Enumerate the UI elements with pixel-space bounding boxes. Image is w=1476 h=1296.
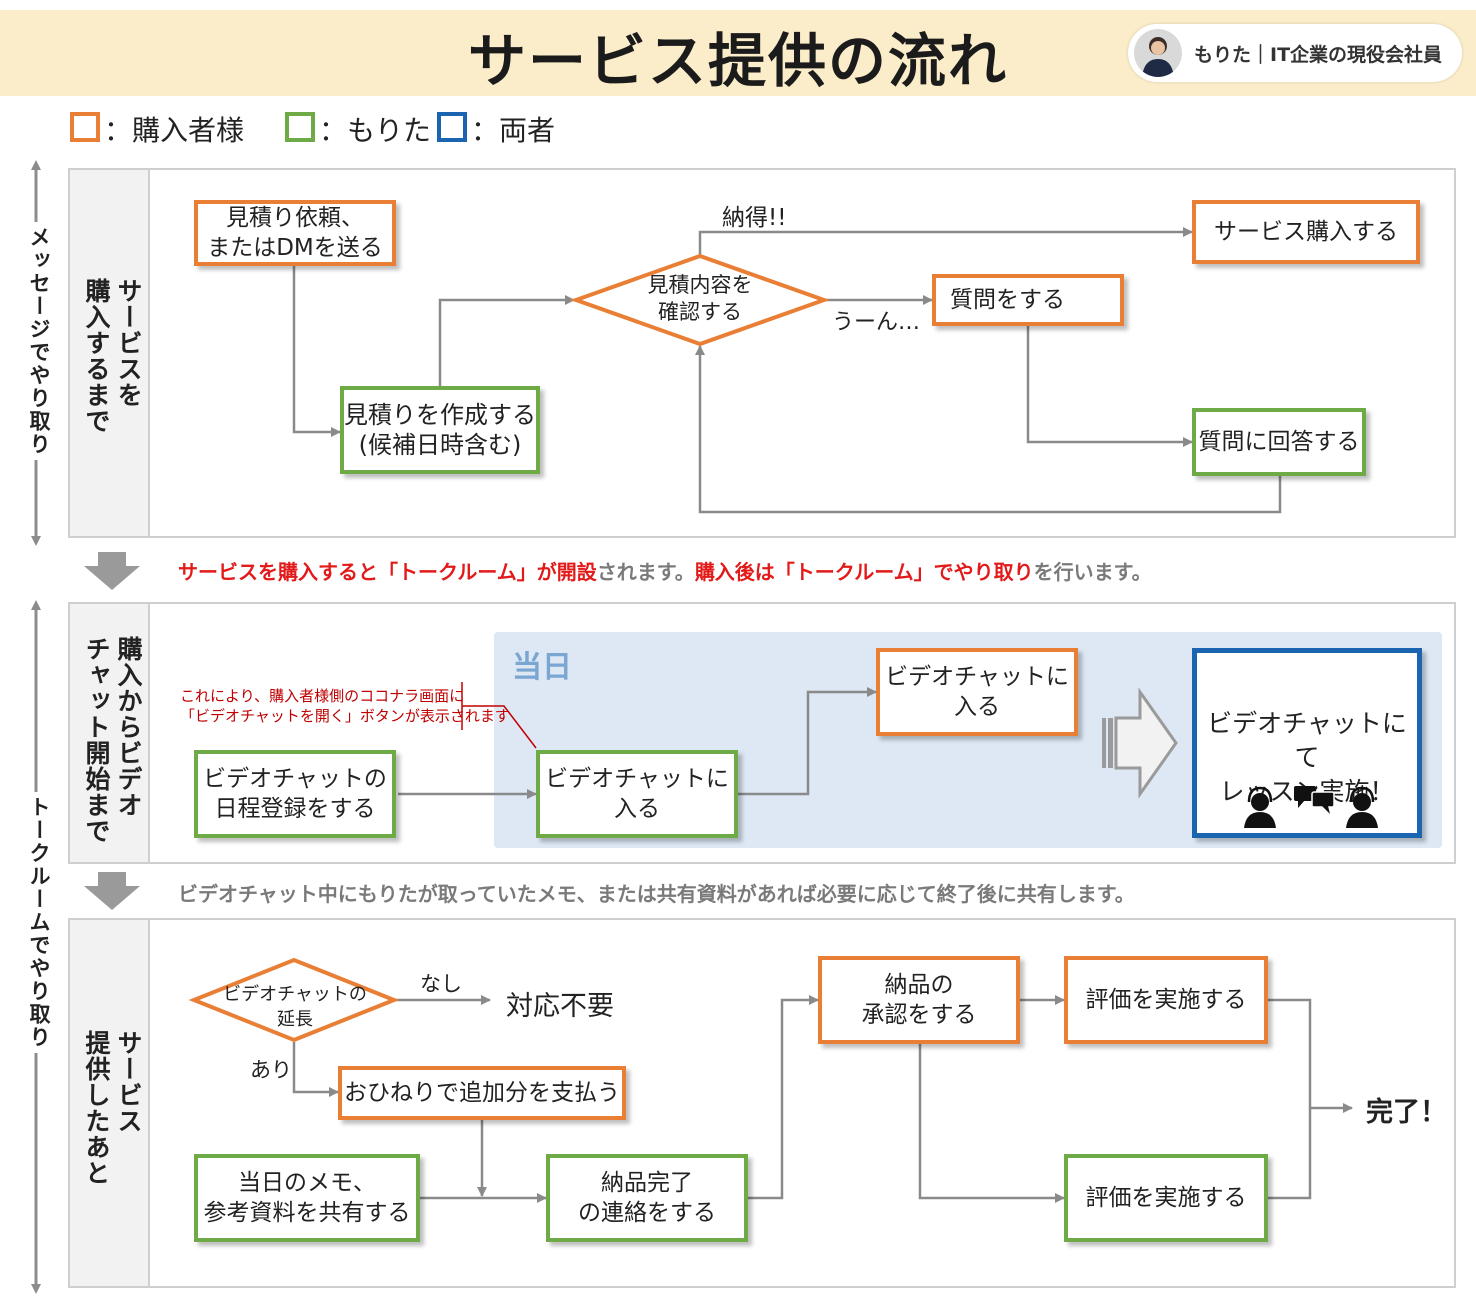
extend-videochat-label: ビデオチャットの 延長 bbox=[223, 984, 367, 1030]
chat-bubbles-icon bbox=[1294, 786, 1335, 814]
delivery-complete-box: 納品完了 の連絡をする bbox=[546, 1154, 748, 1242]
purchase-note-part-2: されます。 bbox=[596, 560, 695, 584]
day-of-label: 当日 bbox=[512, 650, 572, 685]
join-videochat-buyer-box: ビデオチャットに 入る bbox=[876, 648, 1078, 736]
share-notes-box: 当日のメモ、 参考資料を共有する bbox=[194, 1154, 420, 1242]
pay-extra-box: おひねりで追加分を支払う bbox=[338, 1066, 626, 1120]
profile-badge: もりた｜IT企業の現役会社員 bbox=[1128, 24, 1462, 82]
purchase-note-part-3: 購入後は「トークルーム」でやり取り bbox=[694, 560, 1034, 584]
hollow-right-arrow bbox=[1102, 687, 1178, 799]
side-label-message: メッセージでやり取り bbox=[24, 222, 54, 460]
legend-morita-label: ：もりた bbox=[319, 114, 432, 147]
section-to-videochat-label: 購入からビデオ チャット開始まで bbox=[82, 636, 143, 844]
create-estimate-box: 見積りを作成する (候補日時含む) bbox=[340, 386, 540, 474]
profile-name: もりた｜IT企業の現役会社員 bbox=[1194, 44, 1443, 66]
purchase-service-box: サービス購入する bbox=[1192, 200, 1420, 264]
no-label: なし bbox=[420, 972, 462, 996]
schedule-videochat-box: ビデオチャットの 日程登録をする bbox=[194, 750, 396, 838]
no-action-text: 対応不要 bbox=[506, 991, 614, 1022]
legend-both-label: ：両者 bbox=[471, 114, 556, 147]
satisfied-label: 納得!! bbox=[722, 205, 787, 231]
section-before-purchase-label: サービスを 購入するまで bbox=[82, 278, 143, 434]
review-buyer-box: 評価を実施する bbox=[1064, 956, 1268, 1044]
join-videochat-morita-box: ビデオチャットに 入る bbox=[536, 750, 738, 838]
person-headset-icon bbox=[1244, 786, 1276, 828]
legend-both-swatch bbox=[437, 112, 467, 142]
legend-morita-swatch bbox=[285, 112, 315, 142]
yes-label: あり bbox=[250, 1058, 292, 1082]
extend-videochat-diamond bbox=[188, 957, 400, 1043]
complete-text: 完了！ bbox=[1366, 1097, 1447, 1128]
hmm-label: うーん… bbox=[832, 310, 921, 335]
approve-delivery-box: 納品の 承認をする bbox=[818, 956, 1020, 1044]
page-title: サービス提供の流れ bbox=[467, 27, 1008, 95]
ask-question-box: 質問をする bbox=[932, 274, 1124, 326]
purchase-note-part-4: を行います。 bbox=[1033, 560, 1152, 584]
legend-buyer-label: ：購入者様 bbox=[104, 114, 245, 147]
section-before-purchase-label-bg bbox=[70, 170, 150, 536]
purchase-note-part-1: サービスを購入すると「トークルーム」が開設 bbox=[178, 560, 597, 584]
review-morita-box: 評価を実施する bbox=[1064, 1154, 1268, 1242]
side-label-talkroom: トークルームでやり取り bbox=[24, 792, 54, 1053]
avatar bbox=[1134, 29, 1182, 77]
answer-question-box: 質問に回答する bbox=[1192, 408, 1366, 476]
legend-buyer-swatch bbox=[70, 112, 100, 142]
memo-share-note: ビデオチャット中にもりたが取っていたメモ、または共有資料があれば必要に応じて終了… bbox=[178, 882, 1135, 906]
avatar-person-icon bbox=[1142, 37, 1174, 77]
confirm-estimate-diamond bbox=[570, 253, 830, 347]
button-display-annotation: これにより、購入者様側のココナラ画面に 「ビデオチャットを開く」ボタンが表示され… bbox=[180, 687, 510, 725]
confirm-estimate-label: 見積内容を 確認する bbox=[647, 273, 753, 324]
section-after-service-label: サービス 提供したあと bbox=[82, 1030, 143, 1186]
request-estimate-box: 見積り依頼、 またはDMを送る bbox=[194, 200, 396, 266]
section-after-service-label-bg bbox=[70, 920, 150, 1286]
person-headset-icon bbox=[1346, 786, 1378, 828]
section-to-videochat-label-bg bbox=[70, 604, 150, 862]
purchase-note: サービスを購入すると「トークルーム」が開設されます。購入後は「トークルーム」でや… bbox=[178, 556, 1152, 585]
